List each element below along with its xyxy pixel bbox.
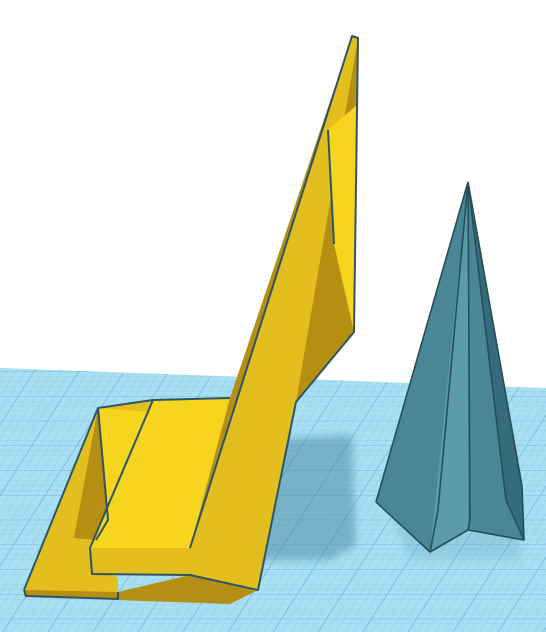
teal-star-cone[interactable] <box>375 181 525 553</box>
tall-yellow-fin[interactable] <box>23 35 359 604</box>
yellow-fin-face[interactable] <box>190 36 358 590</box>
teal-face-left <box>376 182 468 552</box>
yellow-wedge-side <box>74 408 108 540</box>
yellow-block-front <box>90 548 190 575</box>
yellow-block-top[interactable] <box>90 398 230 548</box>
yellow-fin-rib <box>328 104 358 332</box>
teal-face-front-right <box>468 182 524 540</box>
teal-face-right <box>468 182 524 540</box>
